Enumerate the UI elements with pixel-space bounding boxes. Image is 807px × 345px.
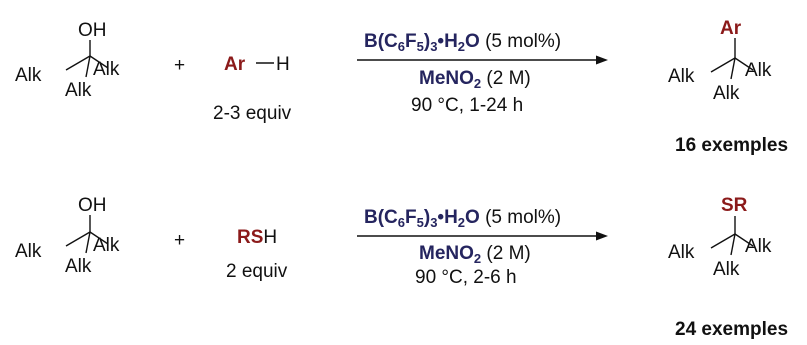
alkyl-left-label: Alk	[15, 241, 42, 262]
hydroxyl-label: OH	[78, 20, 107, 41]
hydroxyl-label: OH	[78, 195, 107, 216]
alkyl-bottom-label: Alk	[65, 80, 92, 101]
catalyst-label: B(C6F5)3•H2O (5 mol%)	[364, 31, 562, 54]
hydrogen-label: H	[276, 54, 290, 75]
scope-label: 16 exemples	[675, 135, 789, 156]
plus-sign: +	[174, 55, 186, 76]
plus-sign: +	[174, 230, 186, 251]
solvent-label: MeNO2 (2 M)	[419, 68, 531, 91]
product-alkyl-right-label: Alk	[745, 236, 772, 257]
scope-label: 24 exemples	[675, 319, 789, 340]
thiol-label: RSH	[237, 227, 278, 248]
product-alkyl-bottom-label: Alk	[713, 83, 740, 104]
product-thio-label: SR	[721, 195, 748, 216]
equiv-label: 2-3 equiv	[213, 103, 292, 124]
catalyst-label: B(C6F5)3•H2O (5 mol%)	[364, 207, 562, 230]
aryl-label: Ar	[224, 54, 246, 75]
product-alkyl-left-label: Alk	[668, 242, 695, 263]
product-alkyl-right-label: Alk	[745, 60, 772, 81]
temp-time-label: 90 °C, 2-6 h	[415, 267, 517, 288]
product-alkyl-left-label: Alk	[668, 66, 695, 87]
product-alkyl-bottom-label: Alk	[713, 259, 740, 280]
product-aryl-label: Ar	[720, 18, 742, 39]
alkyl-right-label: Alk	[93, 59, 120, 80]
solvent-label: MeNO2 (2 M)	[419, 243, 531, 266]
temp-time-label: 90 °C, 1-24 h	[411, 95, 524, 116]
equiv-label: 2 equiv	[226, 261, 288, 282]
alkyl-bottom-label: Alk	[65, 256, 92, 277]
alkyl-right-label: Alk	[93, 235, 120, 256]
alkyl-left-label: Alk	[15, 65, 42, 86]
